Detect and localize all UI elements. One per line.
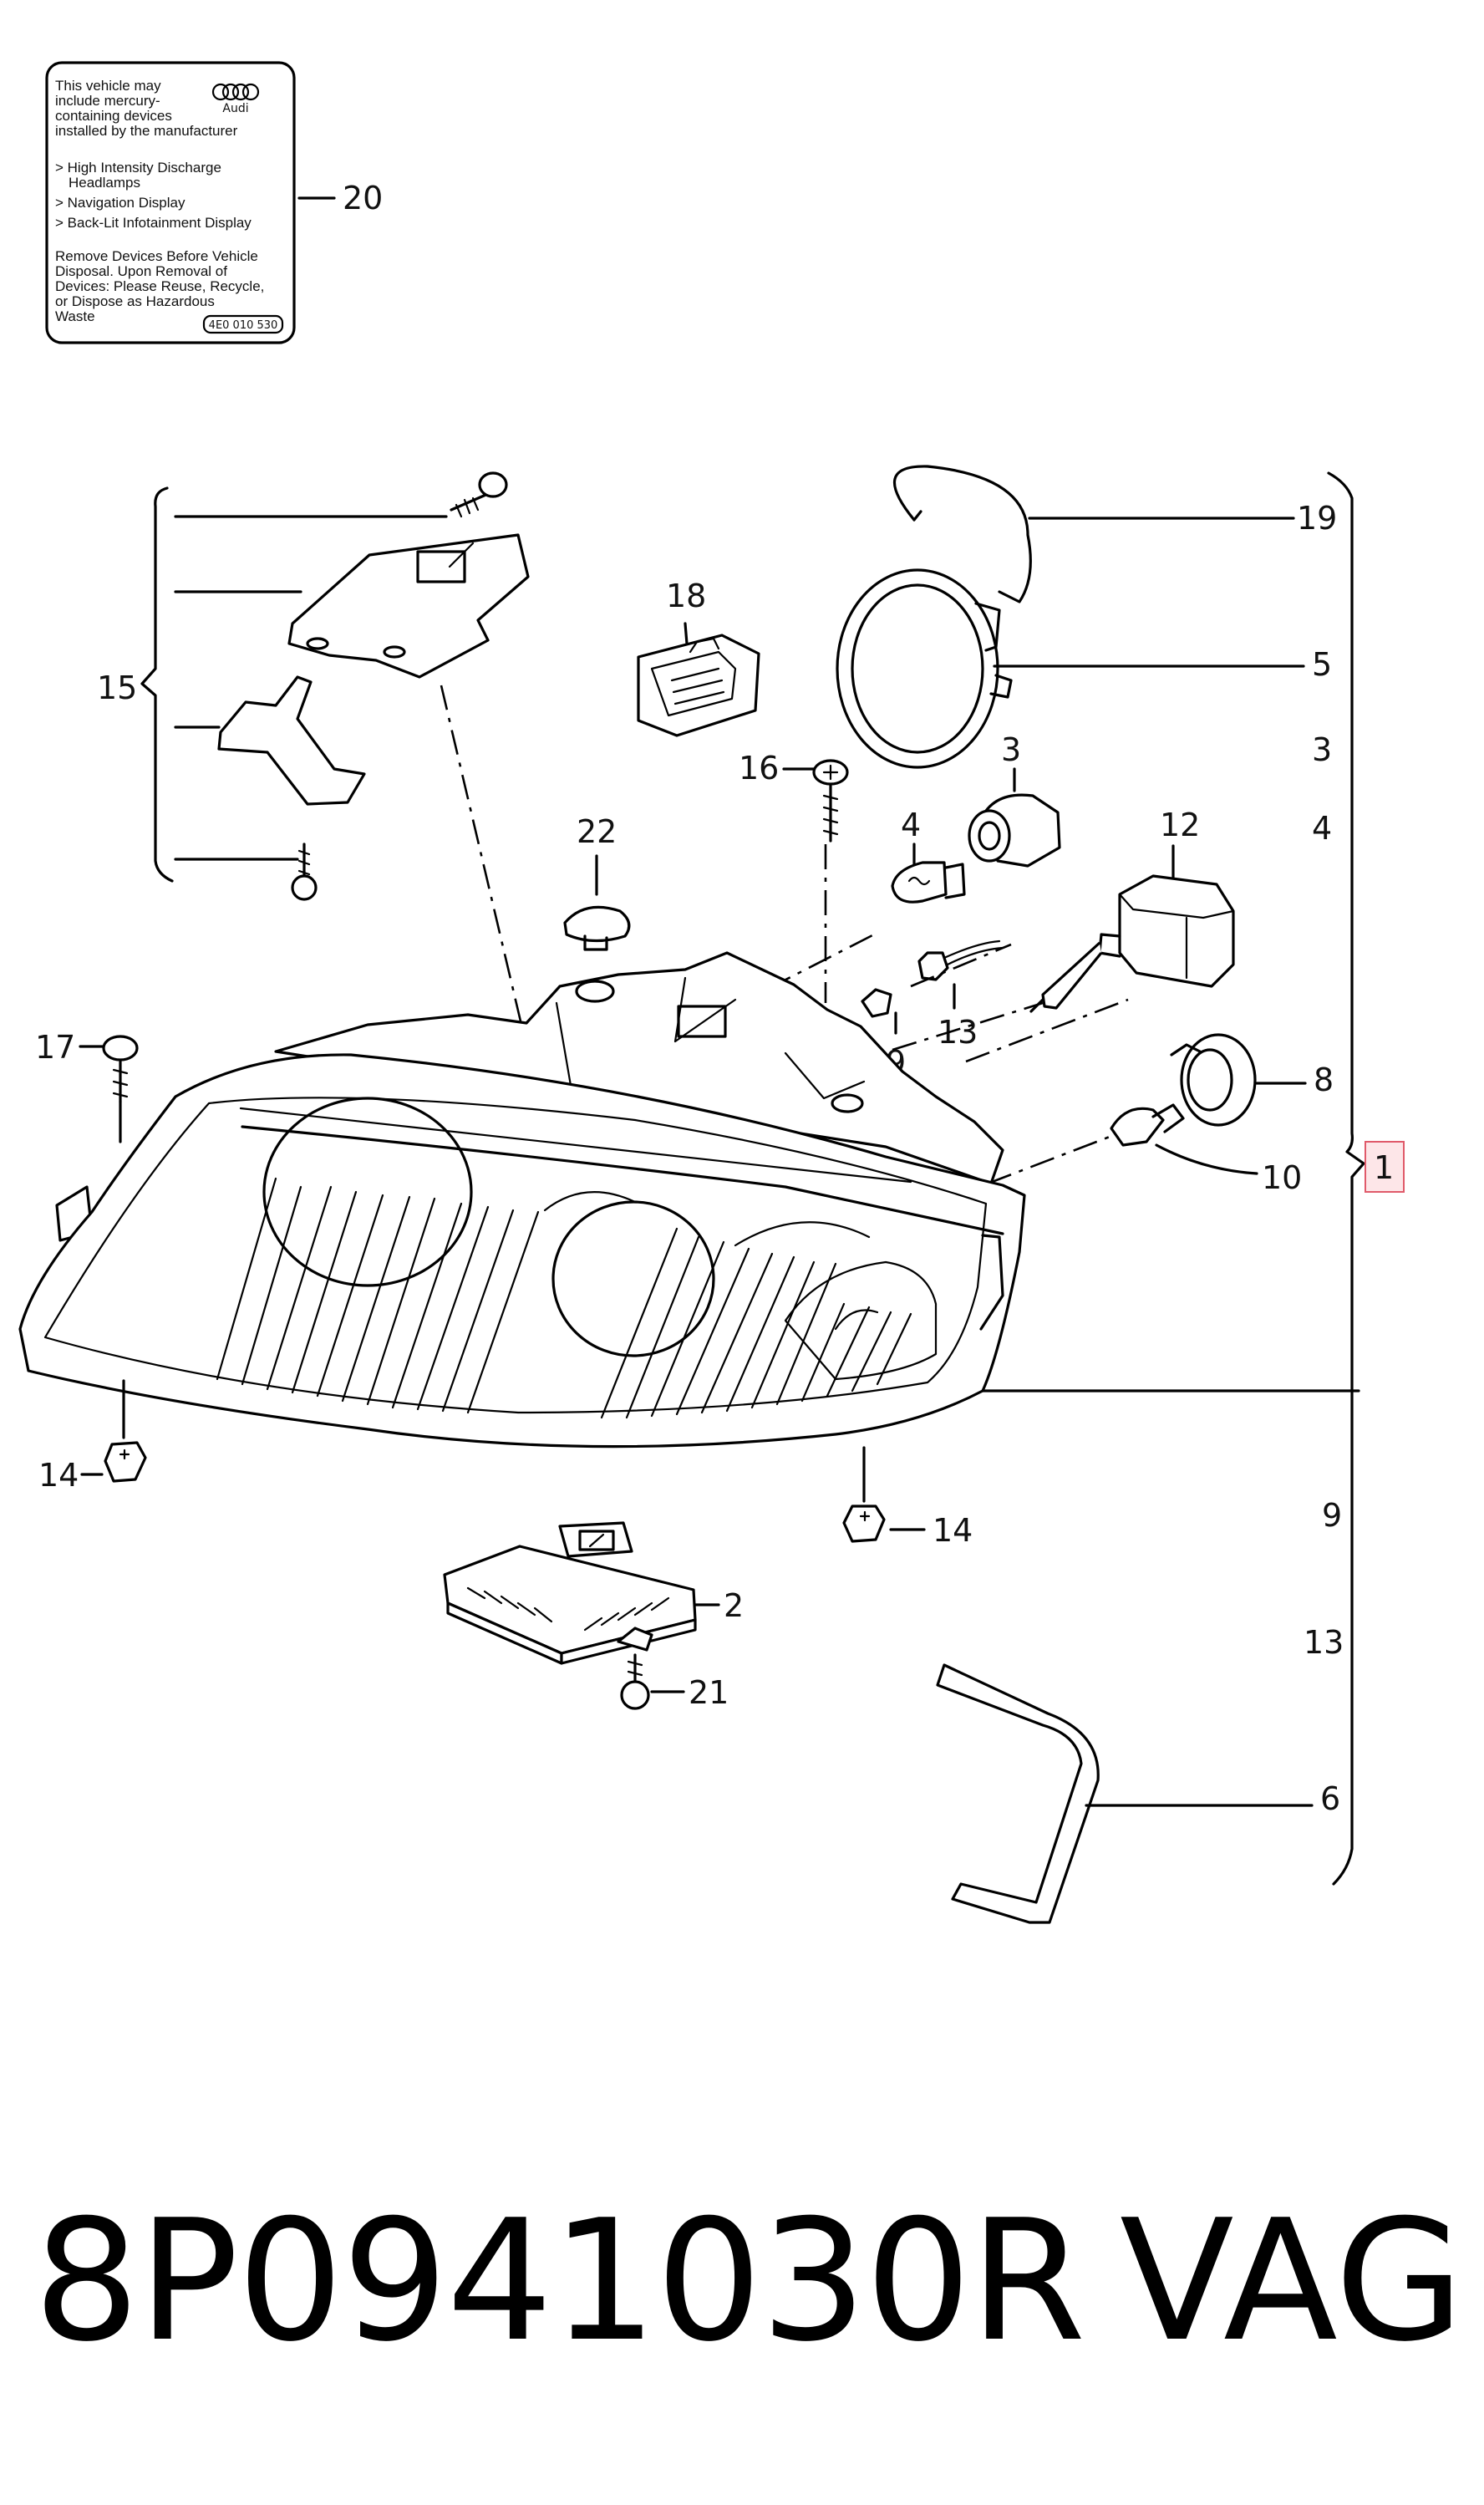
bulb-socket-3: 3	[968, 731, 1061, 868]
callout-14-right: 14	[933, 1512, 973, 1549]
callout-15: 15	[97, 670, 137, 706]
bracket-group-15: 15	[97, 471, 530, 901]
callout-13-right: 13	[1304, 1624, 1344, 1661]
callout-19: 19	[1297, 500, 1337, 537]
label-disposal-3: Devices: Please Reuse, Recycle,	[55, 278, 264, 294]
connector-18: 18	[637, 578, 760, 737]
label-bullet-2: > Navigation Display	[55, 195, 186, 211]
label-bullet-1: > High Intensity Discharge	[55, 160, 221, 176]
callout-4: 4	[901, 807, 921, 843]
label-line-2: include mercury-	[55, 93, 160, 109]
callout-20: 20	[343, 180, 383, 216]
bulb-10	[1110, 1103, 1258, 1175]
headlamp-housing	[18, 951, 1360, 1449]
screw-21: 21	[620, 1653, 729, 1711]
label-line-3: containing devices	[55, 108, 172, 124]
callout-4-right: 4	[1312, 810, 1332, 847]
control-unit-2: 2	[443, 1521, 744, 1665]
callout-8: 8	[1314, 1062, 1334, 1098]
label-disposal-5: Waste	[55, 308, 95, 324]
callout-1: 1	[1374, 1149, 1394, 1186]
callout-3: 3	[1001, 731, 1021, 768]
screw-17: 17	[35, 1029, 139, 1143]
label-disposal-4: or Dispose as Hazardous	[55, 293, 215, 309]
mercury-label-sticker: This vehicle may include mercury- contai…	[45, 61, 383, 344]
callout-12: 12	[1160, 807, 1200, 843]
footer: 8P0941030R VAG	[33, 2182, 1471, 2399]
label-bullet-3: > Back-Lit Infotainment Display	[55, 215, 252, 231]
callout-9-right: 9	[1322, 1497, 1342, 1534]
label-disposal-1: Remove Devices Before Vehicle	[55, 248, 258, 264]
audi-rings-logo: Audi	[211, 83, 260, 115]
callout-10: 10	[1262, 1159, 1302, 1196]
brand-name: VAG	[1120, 2184, 1465, 2379]
label-code: 4E0 010 530	[209, 319, 278, 332]
callout-13: 13	[938, 1014, 978, 1051]
part-number: 8P0941030R	[33, 2184, 1086, 2379]
label-disposal-2: Disposal. Upon Removal of	[55, 263, 227, 279]
callout-17: 17	[35, 1029, 75, 1066]
socket-8	[1170, 1033, 1307, 1127]
callout-5-right: 5	[1312, 646, 1332, 683]
bulb-holder-13: 13	[917, 939, 1004, 1051]
callout-1-highlight[interactable]: 1	[1365, 1141, 1405, 1193]
screw-16: 16	[739, 750, 849, 843]
cap-cover-5	[836, 568, 1305, 769]
assembly-guides	[440, 685, 1129, 1185]
callout-2: 2	[724, 1587, 744, 1624]
callout-3-right: 3	[1312, 731, 1332, 768]
nut-14-left: 14	[38, 1379, 147, 1494]
trim-strip-6	[936, 1663, 1314, 1924]
callout-22: 22	[577, 813, 617, 850]
callout-18: 18	[666, 578, 706, 614]
plug-22: 22	[563, 813, 631, 951]
label-bullet-1b: Headlamps	[69, 175, 140, 191]
label-line-1: This vehicle may	[55, 78, 161, 94]
assembly-bracket	[1327, 471, 1365, 1886]
callout-21: 21	[689, 1674, 729, 1711]
audi-logo-text: Audi	[222, 102, 248, 115]
label-line-4: installed by the manufacturer	[55, 123, 238, 139]
retaining-clip-19	[892, 465, 1295, 603]
xenon-bulb-12: 12	[1029, 807, 1235, 1013]
bulb-4: 4	[891, 807, 966, 904]
nut-14-right: 14	[842, 1446, 973, 1549]
callout-14-left: 14	[38, 1457, 79, 1494]
callout-16: 16	[739, 750, 779, 787]
lens-hatching	[216, 1177, 912, 1419]
callout-6: 6	[1320, 1780, 1340, 1817]
